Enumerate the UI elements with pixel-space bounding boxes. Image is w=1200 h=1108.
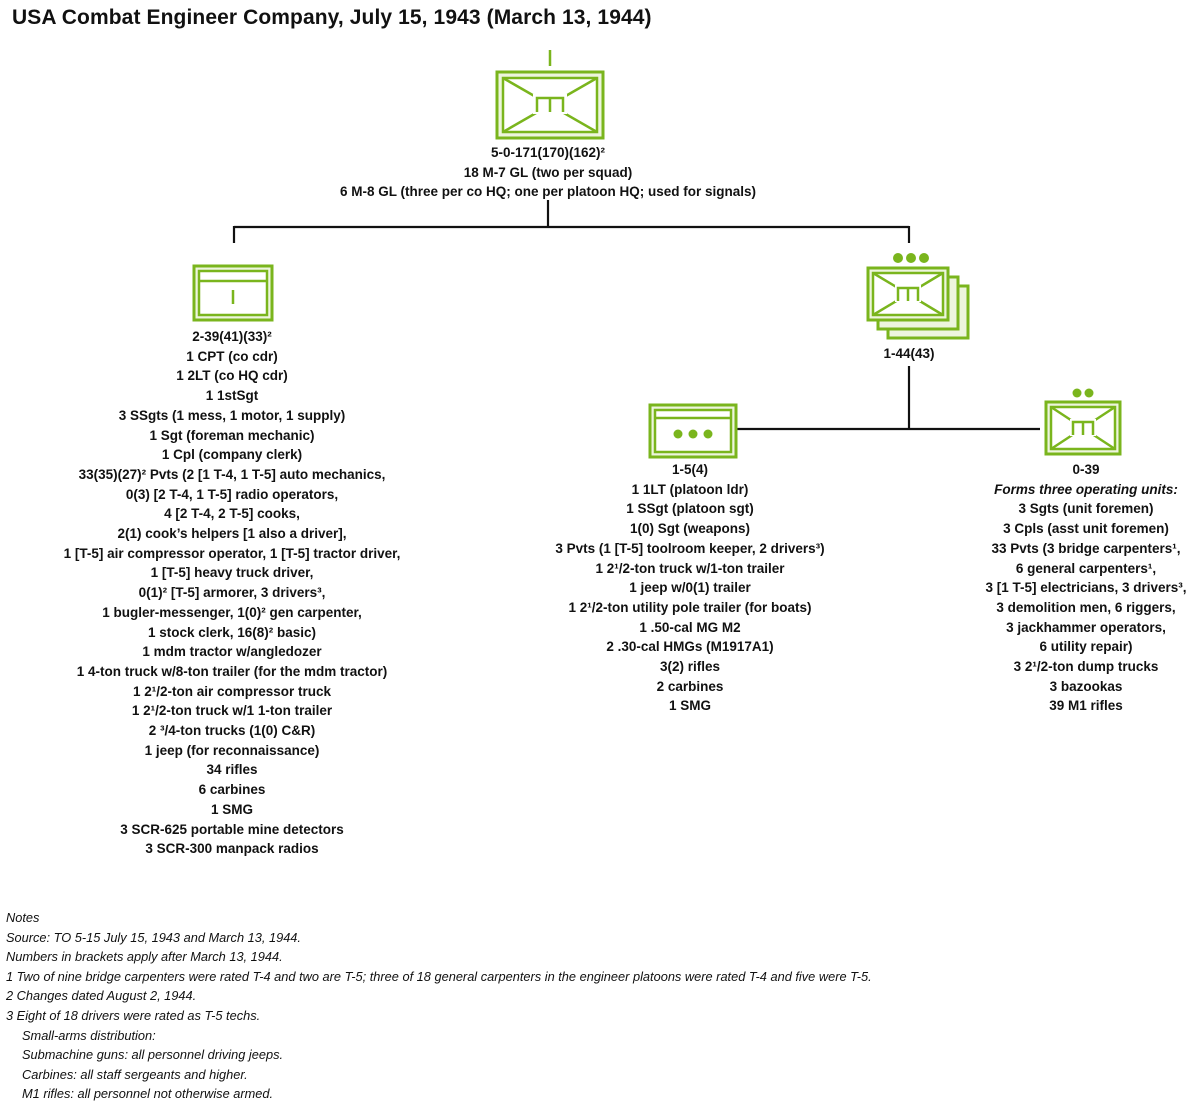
platoon-hq-details: 1-5(4) 1 1LT (platoon ldr) 1 SSgt (plato… xyxy=(490,460,890,716)
platoon-hq-line: 1 2¹/2-ton truck w/1-ton trailer xyxy=(595,560,785,576)
hq-line: 1 [T-5] heavy truck driver, xyxy=(150,565,314,581)
hq-line: 3 SCR-625 portable mine detectors xyxy=(120,821,344,837)
platoon-hq-line: 1 2¹/2-ton utility pole trailer (for boa… xyxy=(568,599,812,615)
platoon-headquarters-icon xyxy=(648,403,738,459)
section-strength: 0-39 xyxy=(1072,462,1100,477)
section-line: 3 2¹/2-ton dump trucks xyxy=(1013,659,1159,675)
section-line: 3 [1 T-5] electricians, 3 drivers³, xyxy=(985,580,1187,596)
notes-line: Carbines: all staff sergeants and higher… xyxy=(22,1066,248,1082)
section-line: 33 Pvts (3 bridge carpenters¹, xyxy=(991,540,1181,556)
platoon-hq-strength: 1-5(4) xyxy=(671,462,708,477)
notes-line: 1 Two of nine bridge carpenters were rat… xyxy=(6,968,872,984)
hq-line: 1 CPT (co cdr) xyxy=(186,348,278,364)
company-line: 6 M-8 GL (three per co HQ; one per plato… xyxy=(339,184,757,200)
hq-line: 1 Sgt (foreman mechanic) xyxy=(149,427,315,443)
platoon-hq-line: 1 jeep w/0(1) trailer xyxy=(629,580,751,596)
engineer-section-icon xyxy=(1044,388,1122,456)
section-line: 6 utility repair) xyxy=(1039,639,1133,655)
hq-strength: 2-39(41)(33)² xyxy=(192,329,272,344)
section-line: 3 Sgts (unit foremen) xyxy=(1018,501,1154,517)
section-subtitle: Forms three operating units: xyxy=(994,481,1178,497)
hq-line: 3 SCR-300 manpack radios xyxy=(145,841,319,857)
notes-line: 3 Eight of 18 drivers were rated as T-5 … xyxy=(6,1007,261,1023)
hq-line: 1 2¹/2-ton air compressor truck xyxy=(132,683,332,699)
notes-heading: Notes xyxy=(6,910,40,925)
hq-line: 1 mdm tractor w/angledozer xyxy=(142,644,322,660)
engineer-platoons-stack-icon xyxy=(866,253,970,340)
platoon-hq-line: 1(0) Sgt (weapons) xyxy=(629,521,750,537)
platoons-details: 1-44(43) xyxy=(829,344,989,364)
section-details: 0-39 Forms three operating units: 3 Sgts… xyxy=(966,460,1200,716)
chart-title: USA Combat Engineer Company, July 15, 19… xyxy=(12,6,652,29)
platoon-hq-line: 3(2) rifles xyxy=(659,659,721,675)
notes-line: Numbers in brackets apply after March 13… xyxy=(6,949,283,965)
notes-line: Small-arms distribution: xyxy=(22,1027,156,1043)
company-details: 5-0-171(170)(162)² 18 M-7 GL (two per sq… xyxy=(298,143,798,202)
notes: Notes Source: TO 5-15 July 15, 1943 and … xyxy=(6,908,872,1104)
hq-line: 1 4-ton truck w/8-ton trailer (for the m… xyxy=(76,663,388,679)
hq-line: 4 [2 T-4, 2 T-5] cooks, xyxy=(164,506,300,522)
section-line: 3 Cpls (asst unit foremen) xyxy=(1003,521,1169,537)
engineer-company-icon xyxy=(495,50,605,140)
hq-line: 0(3) [2 T-4, 1 T-5] radio operators, xyxy=(125,486,339,502)
platoon-hq-line: 1 .50-cal MG M2 xyxy=(639,619,741,635)
headquarters-icon xyxy=(192,264,274,322)
hq-line: 1 SMG xyxy=(210,801,253,817)
section-line: 6 general carpenters¹, xyxy=(1015,560,1157,576)
hq-line: 1 Cpl (company clerk) xyxy=(161,447,303,463)
company-line: 18 M-7 GL (two per squad) xyxy=(463,164,633,180)
platoon-hq-line: 2 .30-cal HMGs (M1917A1) xyxy=(606,639,774,655)
notes-line: Submachine guns: all personnel driving j… xyxy=(22,1047,284,1063)
hq-line: 1 2LT (co HQ cdr) xyxy=(176,368,288,384)
platoon-hq-line: 2 carbines xyxy=(656,678,724,694)
section-line: 39 M1 rifles xyxy=(1049,698,1123,714)
hq-line: 33(35)(27)² Pvts (2 [1 T-4, 1 T-5] auto … xyxy=(78,466,386,482)
platoon-hq-line: 1 1LT (platoon ldr) xyxy=(631,481,749,497)
section-line: 3 bazookas xyxy=(1049,678,1123,694)
hq-line: 2 ³/4-ton trucks (1(0) C&R) xyxy=(148,723,316,739)
hq-line: 0(1)² [T-5] armorer, 3 drivers³, xyxy=(138,585,326,601)
hq-line: 1 [T-5] air compressor operator, 1 [T-5]… xyxy=(63,545,401,561)
notes-line: Source: TO 5-15 July 15, 1943 and March … xyxy=(6,929,301,945)
hq-line: 6 carbines xyxy=(198,782,266,798)
section-line: 3 demolition men, 6 riggers, xyxy=(996,599,1176,615)
hq-line: 1 2¹/2-ton truck w/1 1-ton trailer xyxy=(131,703,333,719)
notes-line: 2 Changes dated August 2, 1944. xyxy=(6,988,197,1004)
hq-line: 1 1stSgt xyxy=(205,388,259,404)
platoon-hq-line: 1 SSgt (platoon sgt) xyxy=(626,501,754,517)
platoons-strength: 1-44(43) xyxy=(883,346,935,361)
hq-line: 1 stock clerk, 16(8)² basic) xyxy=(147,624,317,640)
hq-line: 3 SSgts (1 mess, 1 motor, 1 supply) xyxy=(118,407,346,423)
hq-line: 1 jeep (for reconnaissance) xyxy=(144,742,320,758)
platoon-hq-line: 1 SMG xyxy=(668,698,711,714)
hq-line: 1 bugler-messenger, 1(0)² gen carpenter, xyxy=(102,604,362,620)
notes-line: M1 rifles: all personnel not otherwise a… xyxy=(22,1086,274,1102)
hq-line: 2(1) cook’s helpers [1 also a driver], xyxy=(117,526,347,542)
hq-line: 34 rifles xyxy=(206,762,258,778)
platoon-hq-line: 3 Pvts (1 [T-5] toolroom keeper, 2 drive… xyxy=(555,540,825,556)
section-line: 3 jackhammer operators, xyxy=(1006,619,1166,635)
company-strength: 5-0-171(170)(162)² xyxy=(490,145,606,160)
hq-details: 2-39(41)(33)² 1 CPT (co cdr) 1 2LT (co H… xyxy=(0,327,464,859)
